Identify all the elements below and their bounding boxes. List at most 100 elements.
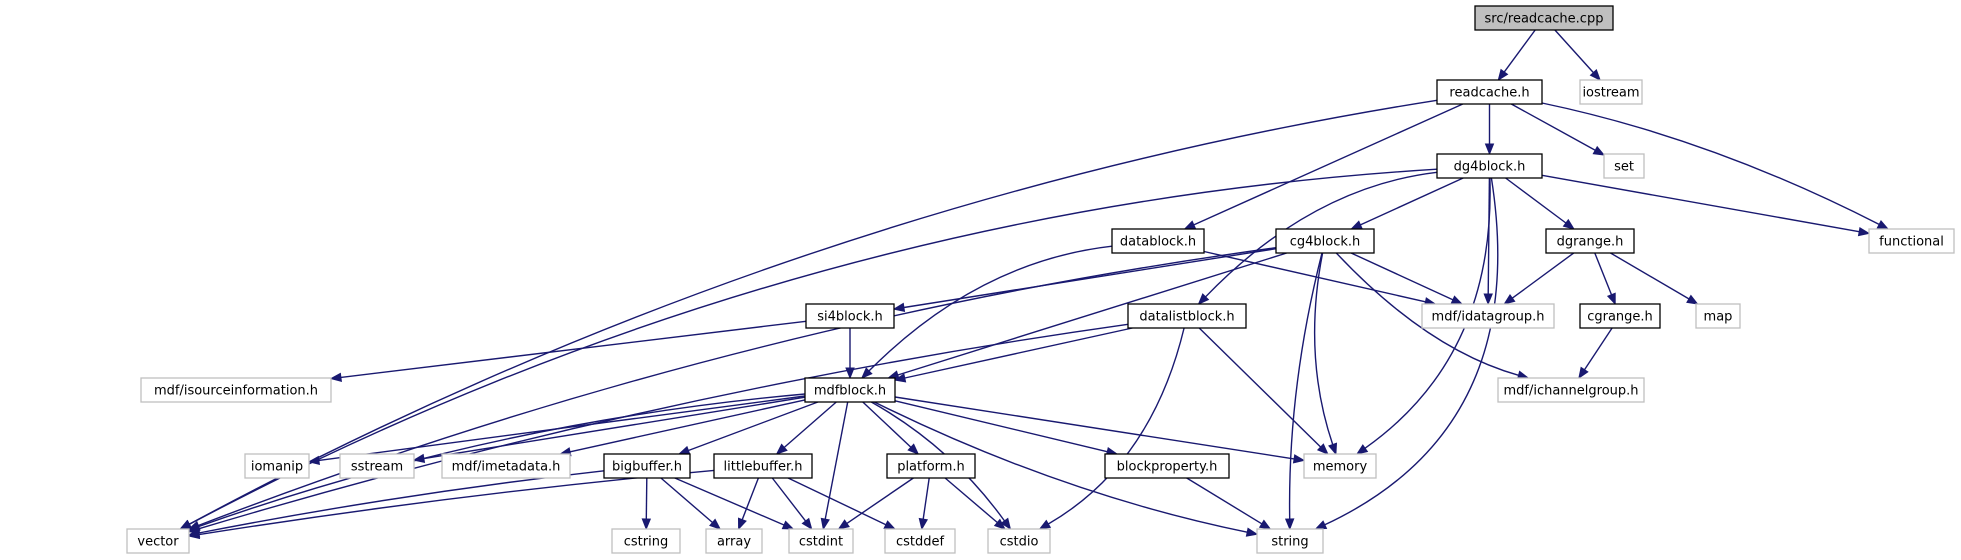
node-dgrange-h[interactable]: dgrange.h	[1545, 228, 1635, 254]
node-label: littlebuffer.h	[724, 460, 803, 475]
node-box	[611, 528, 681, 554]
node-readcache-h[interactable]: readcache.h	[1436, 79, 1543, 105]
edge-line	[1610, 252, 1690, 300]
edge-line	[1288, 252, 1323, 520]
node-blockproperty-h[interactable]: blockproperty.h	[1104, 453, 1230, 479]
arrowhead	[907, 443, 920, 455]
arrowhead	[1503, 294, 1516, 305]
node-label: cg4block.h	[1290, 235, 1361, 250]
node-label: src/readcache.cpp	[1485, 12, 1604, 27]
node-box	[1256, 528, 1324, 554]
edge-line	[423, 396, 806, 460]
arrowhead	[1000, 517, 1012, 531]
node-mdfblock-h[interactable]: mdfblock.h	[804, 377, 896, 403]
node-set: set	[1603, 153, 1645, 179]
edge-line	[783, 401, 837, 448]
node-box	[1104, 453, 1230, 479]
edge-line	[1335, 252, 1519, 376]
node-box	[1111, 228, 1205, 254]
edge-cg4block_h-to-mdf_idatagroup_h	[1350, 252, 1464, 305]
node-cgrange-h[interactable]: cgrange.h	[1579, 303, 1661, 329]
edge-line	[1186, 477, 1263, 525]
edge-bigbuffer_h-to-cstring	[641, 477, 652, 531]
node-mdf-ichannelgroup-h: mdf/ichannelgroup.h	[1497, 377, 1645, 403]
node-datalistblock-h[interactable]: datalistblock.h	[1127, 303, 1247, 329]
node-label: cstdio	[1000, 535, 1039, 550]
node-box	[1579, 79, 1643, 105]
edge-line	[1541, 102, 1880, 226]
node-label: sstream	[351, 460, 403, 475]
edge-datalistblock_h-to-mdfblock_h	[893, 327, 1133, 383]
node-box	[884, 528, 956, 554]
edge-line	[741, 477, 760, 520]
edge-line	[569, 399, 806, 453]
node-bigbuffer-h[interactable]: bigbuffer.h	[603, 453, 691, 479]
node-mdf-isourceinformation-h: mdf/isourceinformation.h	[140, 377, 332, 403]
edge-line	[1047, 327, 1185, 525]
node-platform-h[interactable]: platform.h	[886, 453, 976, 479]
arrowhead	[1314, 520, 1328, 530]
edge-line	[944, 477, 998, 524]
edge-line	[188, 99, 1438, 525]
node-si4block-h[interactable]: si4block.h	[805, 303, 895, 329]
arrowhead	[860, 367, 873, 379]
node-box	[603, 453, 691, 479]
arrowhead	[1292, 454, 1306, 464]
edge-readcache_cpp-to-readcache_h	[1497, 29, 1536, 82]
edge-line	[198, 247, 1277, 527]
edge-datalistblock_h-to-cstdio	[1038, 327, 1185, 530]
edge-line	[1364, 177, 1491, 449]
edge-datablock_h-to-mdfblock_h	[860, 245, 1113, 379]
node-label: datablock.h	[1120, 235, 1196, 250]
edge-line	[1350, 252, 1454, 301]
node-vector: vector	[126, 528, 190, 554]
node-readcache-cpp[interactable]: src/readcache.cpp	[1474, 5, 1614, 31]
node-map: map	[1695, 303, 1741, 329]
arrowhead	[892, 302, 906, 313]
edge-line	[674, 477, 785, 526]
edge-dgrange_h-to-cgrange_h	[1594, 252, 1616, 306]
node-box	[804, 377, 896, 403]
node-string: string	[1256, 528, 1324, 554]
node-cg4block-h[interactable]: cg4block.h	[1275, 228, 1375, 254]
edge-line	[660, 477, 713, 524]
edge-readcache_h-to-datablock_h	[1183, 103, 1464, 230]
arrowhead	[677, 445, 691, 455]
edge-dg4block_h-to-mdf_idatagroup_h	[1483, 177, 1493, 306]
edge-line	[894, 400, 1108, 453]
edge-bigbuffer_h-to-array	[660, 477, 722, 530]
edge-dgrange_h-to-mdf_idatagroup_h	[1503, 252, 1575, 305]
edge-dg4block_h-to-functional	[1541, 174, 1871, 237]
node-label: set	[1614, 160, 1634, 175]
edge-readcache_h-to-functional	[1541, 102, 1890, 230]
edge-line	[1510, 103, 1596, 151]
node-box	[1303, 453, 1377, 479]
edge-littlebuffer_h-to-array	[737, 477, 760, 531]
arrowhead	[775, 443, 788, 455]
edge-line	[1487, 177, 1491, 295]
node-box	[1579, 303, 1661, 329]
node-label: mdf/isourceinformation.h	[154, 384, 318, 399]
node-label: bigbuffer.h	[612, 460, 682, 475]
node-box	[788, 528, 854, 554]
node-array: array	[705, 528, 763, 554]
edge-line	[897, 252, 1287, 376]
node-box	[1868, 228, 1955, 254]
node-label: cstdint	[799, 535, 843, 550]
arrowhead	[1876, 220, 1890, 230]
edge-line	[824, 401, 849, 520]
edge-line	[1583, 327, 1613, 371]
arrowhead	[1483, 293, 1493, 306]
edge-line	[1198, 327, 1322, 448]
node-datablock-h[interactable]: datablock.h	[1111, 228, 1205, 254]
dependency-edges	[179, 29, 1890, 540]
arrowhead	[1450, 295, 1464, 305]
edge-line	[894, 396, 1295, 460]
node-dg4block-h[interactable]: dg4block.h	[1436, 153, 1543, 179]
edge-line	[922, 477, 930, 520]
node-littlebuffer-h[interactable]: littlebuffer.h	[713, 453, 813, 479]
node-label: readcache.h	[1449, 86, 1529, 101]
edge-readcache_h-to-set	[1510, 103, 1606, 156]
